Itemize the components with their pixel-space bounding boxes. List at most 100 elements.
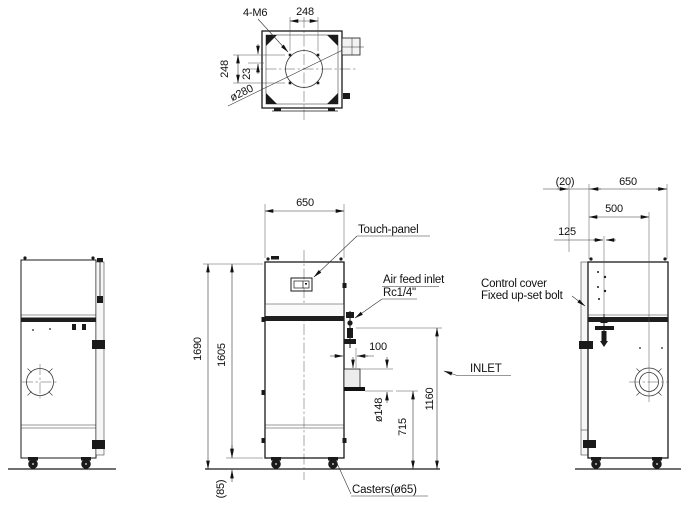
air-feed-fitting bbox=[344, 311, 356, 348]
dim-1690-text: 1690 bbox=[192, 337, 204, 361]
bolt-dot bbox=[597, 271, 599, 273]
label-4-m6-text: 4-M6 bbox=[243, 7, 267, 19]
bolt-dot bbox=[603, 289, 607, 293]
label-control-cover-text: Control cover bbox=[481, 278, 547, 290]
dim-1690: 1690 bbox=[192, 263, 263, 470]
edge-nub bbox=[342, 438, 347, 443]
base-foot bbox=[274, 108, 281, 111]
caster bbox=[28, 457, 38, 469]
bolt-dot bbox=[598, 298, 600, 300]
dim-125: 125 bbox=[554, 226, 616, 316]
bolt-hole bbox=[288, 53, 292, 57]
corner-screw bbox=[589, 257, 593, 261]
dim-dia-148: ø148 bbox=[351, 357, 393, 422]
dim-1605-text: 1605 bbox=[216, 343, 228, 367]
caster bbox=[591, 457, 601, 469]
label-touch-panel-text: Touch-panel bbox=[358, 224, 418, 236]
bolt-hole bbox=[316, 81, 320, 85]
corner-gusset bbox=[266, 93, 277, 104]
dim-650-front: 650 bbox=[264, 197, 345, 258]
hinge bbox=[579, 341, 593, 349]
front-view: 650 1690 1605 (85) 100 bbox=[192, 197, 511, 498]
corner-screw bbox=[266, 257, 270, 261]
right-view-body bbox=[587, 261, 669, 459]
dim-650-right-text: 650 bbox=[619, 176, 637, 188]
corner-screw bbox=[23, 256, 27, 260]
dim-dia-148-text: ø148 bbox=[373, 398, 385, 422]
left-port-circle bbox=[22, 364, 58, 400]
top-side-connector bbox=[341, 37, 361, 56]
base-foot bbox=[328, 108, 335, 111]
dim-20-text: (20) bbox=[556, 176, 575, 188]
divider-band bbox=[21, 317, 96, 322]
latch-bolt bbox=[72, 324, 76, 330]
label-air-feed-rc-text: Rc1/4" bbox=[383, 287, 416, 299]
label-inlet-text: INLET bbox=[470, 363, 502, 375]
corner-screw bbox=[663, 257, 667, 261]
top-view-body bbox=[261, 30, 343, 109]
face-dot bbox=[32, 329, 34, 331]
dim-1605: 1605 bbox=[216, 263, 263, 459]
edge-fitting bbox=[343, 93, 350, 99]
label-4-m6: 4-M6 bbox=[243, 7, 289, 53]
caster bbox=[328, 457, 338, 469]
hinge bbox=[583, 440, 596, 448]
label-dia-280-text: ø280 bbox=[228, 83, 255, 104]
corner-screw bbox=[339, 257, 343, 261]
label-fixed-bolt-text: Fixed up-set bolt bbox=[481, 290, 564, 302]
caster bbox=[652, 457, 662, 469]
dim-100: 100 bbox=[330, 341, 387, 368]
dim-20-650-right: (20) 650 bbox=[543, 176, 668, 259]
edge-nub bbox=[261, 390, 266, 395]
dim-715: 715 bbox=[396, 390, 418, 470]
top-view-inner-panel bbox=[265, 34, 339, 105]
edge-nub bbox=[261, 317, 266, 322]
label-control-cover: Control cover Fixed up-set bolt bbox=[481, 278, 586, 307]
dim-125-text: 125 bbox=[558, 226, 576, 238]
face-dot bbox=[639, 347, 641, 349]
bolt-dot bbox=[597, 286, 599, 288]
label-air-feed-text: Air feed inlet bbox=[383, 274, 445, 286]
control-cover-strip bbox=[580, 261, 589, 456]
top-view: 248 248 23 4-M6 ø280 bbox=[219, 6, 364, 120]
dim-248-left-text: 248 bbox=[219, 60, 231, 78]
dim-1160-text: 1160 bbox=[424, 387, 436, 410]
dim-248-top-text: 248 bbox=[296, 6, 314, 18]
caster bbox=[271, 457, 281, 469]
dim-500-text: 500 bbox=[605, 203, 623, 215]
dia-280-leader bbox=[227, 45, 352, 107]
dim-85: (85) bbox=[215, 445, 234, 499]
face-dot bbox=[49, 328, 51, 330]
strip-clip bbox=[97, 296, 103, 303]
bolt-hole bbox=[288, 81, 292, 85]
face-dot bbox=[661, 347, 663, 349]
dim-248-left: 248 23 bbox=[219, 44, 285, 84]
corner-gusset bbox=[327, 35, 338, 46]
label-casters-text: Casters(ø65) bbox=[352, 484, 417, 496]
strip-clip bbox=[97, 258, 103, 262]
left-view-body bbox=[20, 259, 97, 459]
dim-1160: 1160 bbox=[356, 327, 442, 470]
bolt-dot bbox=[603, 275, 607, 279]
edge-nub bbox=[261, 438, 266, 443]
latch-bolt bbox=[82, 324, 86, 330]
touch-panel bbox=[290, 277, 313, 292]
hinge bbox=[92, 440, 105, 449]
right-side-view: (20) 650 500 125 Control cover Fixed up-… bbox=[481, 176, 681, 470]
dim-500: 500 bbox=[588, 203, 650, 402]
light-band bbox=[265, 304, 344, 316]
corner-gusset bbox=[266, 35, 277, 46]
dim-248-top: 248 bbox=[289, 6, 319, 51]
label-air-feed-inlet: Air feed inlet Rc1/4" bbox=[354, 274, 445, 319]
divider-band bbox=[265, 316, 344, 321]
dim-100-text: 100 bbox=[369, 341, 387, 353]
dim-85-text: (85) bbox=[215, 480, 227, 499]
bolt-hole bbox=[316, 53, 320, 57]
caster bbox=[81, 457, 91, 469]
divider-band bbox=[588, 317, 668, 322]
left-side-view bbox=[8, 256, 116, 470]
dim-650-front-text: 650 bbox=[296, 197, 314, 209]
label-touch-panel: Touch-panel bbox=[313, 224, 430, 278]
top-tab bbox=[271, 256, 279, 260]
